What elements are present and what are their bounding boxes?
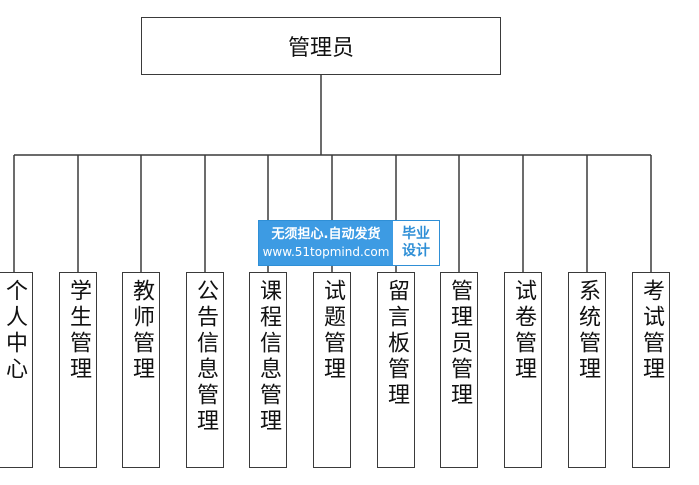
root-node-label: 管理员 bbox=[287, 36, 354, 61]
child-node-6: 试题管理 bbox=[313, 272, 351, 468]
child-node-label: 试卷管理 bbox=[511, 279, 536, 383]
child-node-10: 系统管理 bbox=[568, 272, 606, 468]
child-node-7: 留言板管理 bbox=[377, 272, 415, 468]
watermark-logo-top: 毕业 bbox=[402, 226, 430, 242]
child-node-label: 公告信息管理 bbox=[193, 279, 218, 435]
child-node-label: 留言板管理 bbox=[384, 279, 409, 409]
child-node-3: 教师管理 bbox=[122, 272, 160, 468]
child-node-label: 考试管理 bbox=[639, 279, 664, 383]
child-node-2: 学生管理 bbox=[59, 272, 97, 468]
watermark-badge: 无须担心.自动发货 www.51topmind.com 毕业 设计 bbox=[258, 220, 440, 266]
child-node-4: 公告信息管理 bbox=[186, 272, 224, 468]
child-node-label: 个人中心 bbox=[2, 279, 27, 383]
child-node-label: 学生管理 bbox=[66, 279, 91, 383]
child-node-label: 教师管理 bbox=[129, 279, 154, 383]
watermark-text-block: 无须担心.自动发货 www.51topmind.com bbox=[259, 221, 393, 265]
watermark-slogan: 无须担心.自动发货 bbox=[271, 227, 381, 242]
root-node-admin: 管理员 bbox=[141, 17, 501, 75]
child-node-label: 试题管理 bbox=[320, 279, 345, 383]
watermark-logo: 毕业 设计 bbox=[393, 221, 439, 265]
child-node-1: 个人中心 bbox=[0, 272, 33, 468]
child-node-label: 系统管理 bbox=[575, 279, 600, 383]
watermark-logo-bottom: 设计 bbox=[402, 243, 430, 259]
child-node-5: 课程信息管理 bbox=[249, 272, 287, 468]
child-node-8: 管理员管理 bbox=[440, 272, 478, 468]
child-node-9: 试卷管理 bbox=[504, 272, 542, 468]
watermark-url: www.51topmind.com bbox=[262, 245, 390, 259]
child-node-11: 考试管理 bbox=[632, 272, 670, 468]
child-node-label: 管理员管理 bbox=[447, 279, 472, 409]
child-node-label: 课程信息管理 bbox=[256, 279, 281, 435]
